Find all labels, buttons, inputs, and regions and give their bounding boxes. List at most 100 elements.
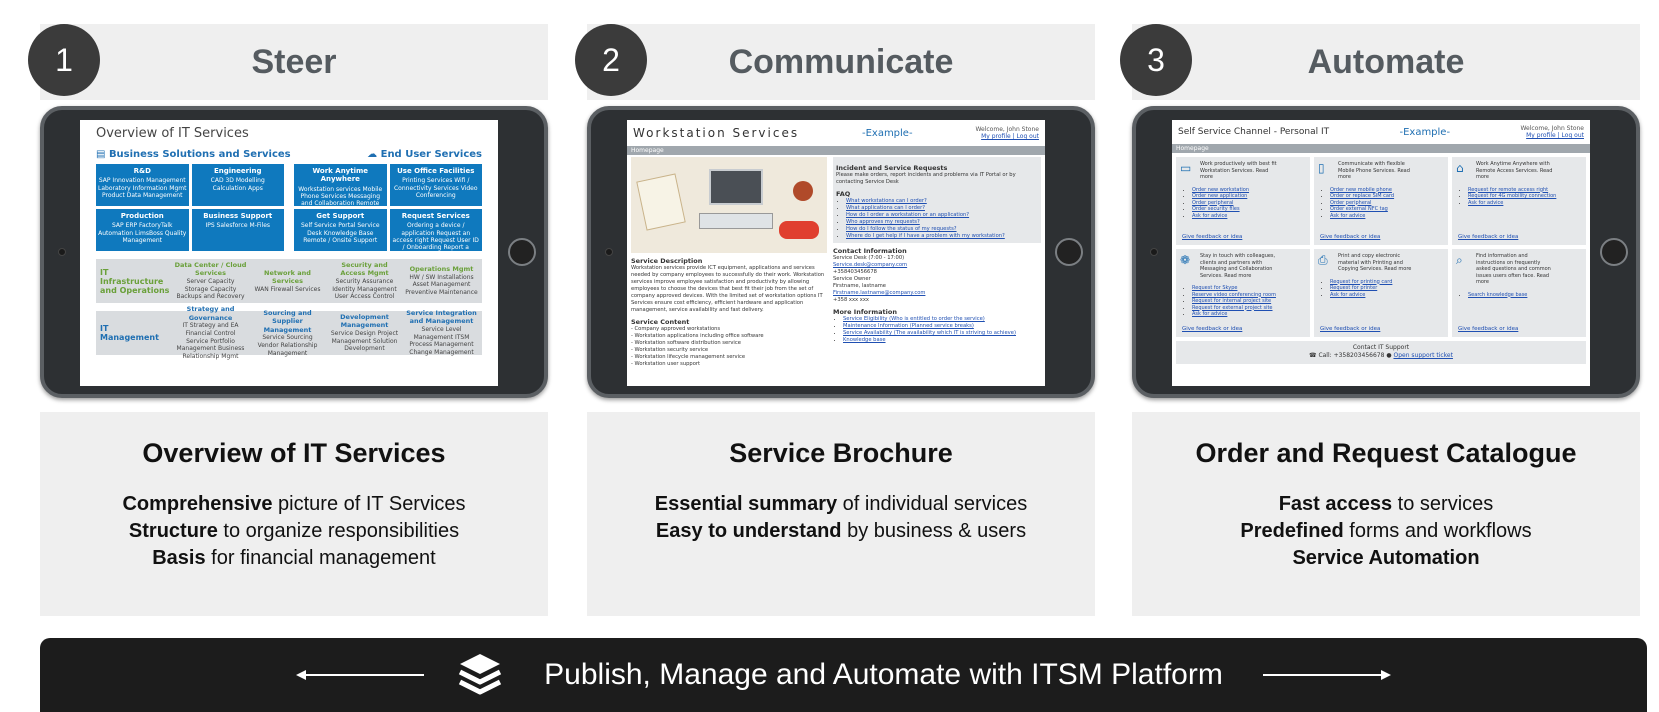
service-content-title: Service Content — [631, 318, 690, 327]
home-button-icon — [1055, 238, 1083, 266]
tile-link[interactable]: Ask for advice — [1330, 292, 1444, 299]
column-heading: Communicate — [728, 42, 954, 81]
tile-link[interactable]: Request for 4G mobility connection — [1468, 193, 1582, 200]
tile-link[interactable]: Search knowledge base — [1468, 292, 1582, 299]
tile-link[interactable]: Order or replace SIM card — [1330, 193, 1444, 200]
tile-link[interactable]: Ask for advice — [1192, 311, 1306, 318]
faq-item[interactable]: What applications can I order? — [846, 205, 1038, 212]
tile-link[interactable]: Ask for advice — [1468, 200, 1582, 207]
example-label: -Example- — [1399, 126, 1451, 138]
tablet-mockup: Overview of IT Services ▤ Business Solut… — [40, 106, 548, 398]
description-title: Service Brochure — [729, 438, 953, 468]
homepage-bar[interactable]: Homepage — [1172, 144, 1590, 153]
cup-icon — [793, 181, 813, 201]
faq-item[interactable]: Who approves my requests? — [846, 219, 1038, 226]
tile-link[interactable]: Order peripheral — [1330, 200, 1444, 207]
tile-link[interactable]: Order security files — [1192, 206, 1306, 213]
description-box: Service Brochure Essential summary of in… — [587, 412, 1095, 616]
brochure-right: Incident and Service Requests Please mak… — [833, 157, 1041, 368]
tile-link[interactable]: Request for remote access right — [1468, 187, 1582, 194]
business-section-label: ▤ Business Solutions and Services — [96, 149, 291, 160]
tile-link[interactable]: Request for external project site — [1192, 305, 1306, 312]
brochure-body: Service Description Workstation services… — [627, 155, 1045, 370]
tablet-mockup: Workstation Services -Example- Welcome, … — [587, 106, 1095, 398]
profile-link[interactable]: My profile | Log out — [981, 133, 1039, 140]
tile-link[interactable]: Ask for advice — [1192, 213, 1306, 220]
open-ticket-link[interactable]: Open support ticket — [1393, 352, 1453, 360]
call-number[interactable]: Call: +358203456678 — [1318, 352, 1385, 360]
tile-link[interactable]: Reserve video conferencing room — [1192, 292, 1306, 299]
service-owner-phone: +358 xxx xxx — [833, 297, 869, 304]
column-communicate: 2 Communicate Workstation Services -Exam… — [575, 24, 1095, 616]
service-tile: ⌂Work Anytime Anywhere with Remote Acces… — [1452, 157, 1586, 245]
feedback-link[interactable]: Give feedback or idea — [1320, 325, 1381, 332]
remote-access-icon: ⌂ — [1456, 161, 1464, 175]
tile-link[interactable]: Ask for advice — [1330, 213, 1444, 220]
tile-link[interactable]: Order peripheral — [1192, 200, 1306, 207]
tile-grid: ▭Work productively with best fit Worksta… — [1172, 153, 1590, 341]
more-info-item[interactable]: Knowledge base — [843, 337, 1041, 344]
contact-actions: ☎ Call: +358203456678 ● Open support tic… — [1309, 352, 1453, 360]
description-line: Easy to understand by business & users — [655, 520, 1027, 542]
tile-link[interactable]: Order new mobile phone — [1330, 187, 1444, 194]
contact-title: Contact Information — [833, 247, 907, 256]
tile-link[interactable]: Request for internal project site — [1192, 298, 1306, 305]
more-info-item[interactable]: Service Eligibility (Who is entitled to … — [843, 316, 1041, 323]
workstation-icon: ▭ — [1180, 161, 1192, 175]
home-button-icon — [508, 238, 536, 266]
screen-title: Self Service Channel - Personal IT — [1178, 127, 1330, 137]
column-steer: 1 Steer Overview of IT Services ▤ Busine… — [28, 24, 548, 616]
tile-link[interactable]: Order new workstation — [1192, 187, 1306, 194]
column-header: 1 Steer — [28, 24, 548, 100]
mobile-phone-icon: ▯ — [1318, 161, 1325, 175]
faq-item[interactable]: How do I order a workstation or an appli… — [846, 212, 1038, 219]
feedback-link[interactable]: Give feedback or idea — [1182, 325, 1243, 332]
feedback-link[interactable]: Give feedback or idea — [1320, 233, 1381, 240]
feedback-link[interactable]: Give feedback or idea — [1458, 325, 1519, 332]
collaboration-icon: ❁ — [1180, 253, 1191, 267]
search-icon: ⌕ — [1456, 253, 1463, 267]
workspace-illustration — [631, 157, 827, 253]
feedback-link[interactable]: Give feedback or idea — [1458, 233, 1519, 240]
hand-icon — [779, 221, 819, 239]
service-tile: ▯Communicate with flexible Mobile Phone … — [1314, 157, 1448, 245]
profile-link[interactable]: My profile | Log out — [1526, 132, 1584, 139]
more-info-item[interactable]: Maintenance Information (Planned service… — [843, 323, 1041, 330]
faq-item[interactable]: What workstations can I order? — [846, 198, 1038, 205]
service-tile: ⎙Print and copy electronic material with… — [1314, 249, 1448, 337]
content-item: - Workstation security service — [631, 347, 709, 354]
layers-icon — [459, 654, 502, 695]
homepage-bar[interactable]: Homepage — [627, 146, 1045, 155]
tile-link[interactable]: Request for printing card — [1330, 279, 1444, 286]
faq-item[interactable]: How do I follow the status of my request… — [846, 226, 1038, 233]
tile-link[interactable]: Order external NFC tag — [1330, 206, 1444, 213]
infra-band: IT Infrastructure and Operations Data Ce… — [96, 259, 482, 303]
tile-link[interactable]: Request for Skype — [1192, 285, 1306, 292]
service-owner-name: Firstname, lastname — [833, 283, 886, 290]
more-info-item[interactable]: Service Availability (The availability w… — [843, 330, 1041, 337]
tile-link[interactable]: Order new application — [1192, 193, 1306, 200]
feedback-link[interactable]: Give feedback or idea — [1182, 233, 1243, 240]
left-arrow-icon — [296, 670, 425, 680]
service-description-title: Service Description — [631, 257, 703, 265]
tile-link[interactable]: Request for printer — [1330, 285, 1444, 292]
description-line: Predefined forms and workflows — [1240, 520, 1532, 542]
service-desk-mail[interactable]: Service.desk@company.com — [833, 262, 908, 269]
faq-item[interactable]: Where do I get help if I have a problem … — [846, 233, 1038, 240]
service-owner-mail[interactable]: Firstname.lastname@company.com — [833, 290, 926, 297]
camera-icon — [605, 248, 613, 256]
content-item: - Workstation applications including off… — [631, 333, 764, 340]
